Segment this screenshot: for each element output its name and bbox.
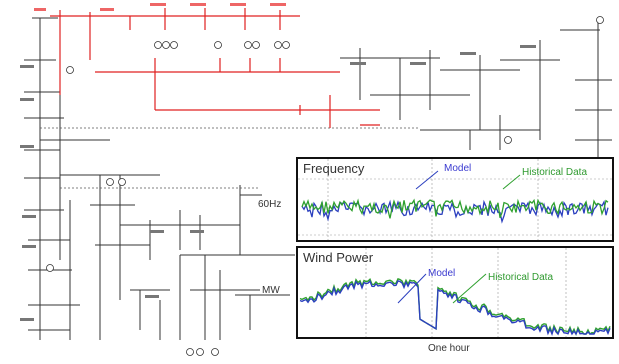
network-dashed-lines bbox=[40, 127, 420, 189]
time-scale-label: One hour bbox=[428, 343, 470, 354]
wind-power-title: Wind Power bbox=[303, 250, 374, 265]
frequency-title: Frequency bbox=[303, 161, 365, 176]
frequency-plot bbox=[298, 159, 612, 240]
mw-label: MW bbox=[262, 285, 280, 296]
frequency-historical-label: Historical Data bbox=[522, 167, 588, 178]
diagram-label-clutter bbox=[20, 3, 536, 321]
wind-historical-label: Historical Data bbox=[488, 272, 554, 283]
frequency-model-series bbox=[301, 199, 609, 224]
hz-label: 60Hz bbox=[258, 199, 282, 210]
highlighted-lines bbox=[50, 8, 380, 128]
wind-model-series bbox=[299, 279, 611, 337]
model-pointer bbox=[415, 170, 439, 190]
historical-pointer bbox=[452, 273, 487, 304]
model-pointer bbox=[397, 273, 427, 304]
historical-pointer bbox=[502, 174, 521, 190]
frequency-chart-panel: Frequency Model Historical Data bbox=[296, 157, 614, 242]
wind-power-plot bbox=[299, 248, 611, 337]
wind-power-chart-panel: Wind Power Model Historical Data bbox=[296, 246, 614, 339]
frequency-model-label: Model bbox=[444, 163, 472, 174]
frequency-historical-series bbox=[301, 198, 609, 219]
network-lines bbox=[24, 17, 612, 340]
generator-symbols bbox=[46, 16, 604, 356]
wind-model-label: Model bbox=[428, 268, 456, 279]
